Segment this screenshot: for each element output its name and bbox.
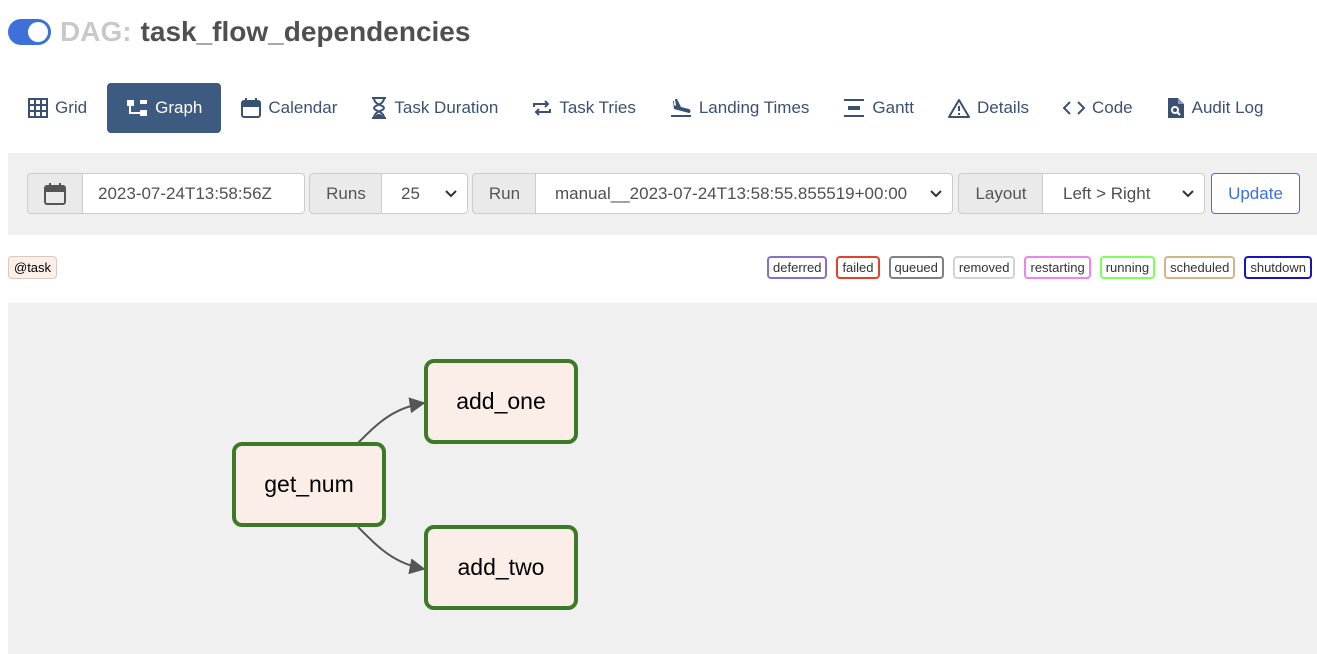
- dag-header: DAG: task_flow_dependencies: [8, 14, 470, 50]
- edge-get_num-to-add_one: [357, 397, 426, 444]
- edge-get_num-to-add_two: [357, 526, 426, 575]
- chevron-down-icon: [445, 190, 457, 198]
- operator-legend-tag: @task: [8, 256, 58, 279]
- tab-label: Graph: [155, 98, 203, 117]
- tab-label: Gantt: [872, 98, 915, 117]
- update-button[interactable]: Update: [1211, 173, 1300, 214]
- legend-label: restarting: [1030, 260, 1085, 275]
- legend-state-removed[interactable]: removed: [952, 256, 1016, 279]
- runs-label-text: Runs: [326, 183, 366, 203]
- task-node-label: add_one: [456, 388, 546, 414]
- legend-label: removed: [958, 260, 1010, 275]
- tab-calendar[interactable]: Calendar: [227, 83, 351, 133]
- tab-task-tries[interactable]: Task Tries: [518, 83, 650, 133]
- graph-controls: 2023-07-24T13:58:56Z Runs 25 Run manual_…: [8, 153, 1317, 235]
- run-label-text: Run: [488, 183, 521, 203]
- legend-state-failed[interactable]: failed: [836, 256, 880, 279]
- legend-state-queued[interactable]: queued: [888, 256, 944, 279]
- legend-label: running: [1105, 260, 1150, 275]
- warning-triangle-icon: [948, 99, 971, 118]
- tab-task-duration[interactable]: Task Duration: [357, 83, 512, 133]
- tab-code[interactable]: Code: [1049, 83, 1147, 133]
- tab-landing-times[interactable]: Landing Times: [656, 83, 824, 133]
- toggle-knob: [28, 22, 48, 42]
- repeat-icon: [533, 100, 552, 116]
- grid-icon: [28, 98, 48, 118]
- plane-landing-icon: [670, 99, 691, 117]
- legend-label: deferred: [773, 260, 822, 275]
- tab-label: Code: [1091, 98, 1133, 117]
- tab-label: Task Tries: [559, 98, 636, 117]
- calendar-icon: [44, 182, 66, 205]
- task-node-label: get_num: [264, 471, 354, 497]
- runs-value: 25: [401, 183, 420, 203]
- layout-select[interactable]: Left > Right: [1042, 173, 1205, 214]
- chevron-down-icon: [930, 190, 942, 198]
- file-search-icon: [1167, 98, 1184, 118]
- dag-graph-canvas[interactable]: get_num add_one add_two: [8, 303, 1317, 654]
- hourglass-icon: [372, 97, 387, 119]
- tab-graph[interactable]: Graph: [107, 83, 222, 133]
- gantt-icon: [844, 99, 865, 117]
- legend-state-restarting[interactable]: restarting: [1024, 256, 1091, 279]
- legend-state-deferred[interactable]: deferred: [767, 256, 828, 279]
- view-tabs: Grid Graph Calendar Task Duration Task T…: [14, 83, 1283, 133]
- runs-label: Runs: [309, 173, 383, 214]
- runs-select[interactable]: 25: [381, 173, 468, 214]
- base-date-value: 2023-07-24T13:58:56Z: [98, 183, 272, 203]
- tab-gantt[interactable]: Gantt: [829, 83, 928, 133]
- calendar-icon: [241, 98, 262, 118]
- task-node-add_two[interactable]: add_two: [424, 525, 578, 610]
- legend-state-scheduled[interactable]: scheduled: [1164, 256, 1236, 279]
- tab-label: Details: [977, 98, 1029, 117]
- tab-grid[interactable]: Grid: [14, 83, 101, 133]
- dag-pause-toggle[interactable]: [8, 19, 51, 45]
- legend-label: scheduled: [1170, 260, 1230, 275]
- task-node-label: add_two: [457, 554, 545, 580]
- graph-edges: [357, 397, 426, 575]
- task-node-get_num[interactable]: get_num: [232, 442, 386, 527]
- dag-prefix: DAG:: [60, 16, 132, 47]
- chevron-down-icon: [1182, 190, 1194, 198]
- tab-label: Calendar: [268, 98, 338, 117]
- update-button-label: Update: [1228, 183, 1283, 203]
- date-picker-button[interactable]: [27, 173, 83, 214]
- tab-label: Landing Times: [698, 98, 810, 117]
- task-node-add_one[interactable]: add_one: [424, 359, 578, 444]
- layout-label-text: Layout: [975, 183, 1027, 203]
- operator-legend-label: @task: [14, 260, 52, 275]
- layout-value: Left > Right: [1063, 183, 1151, 203]
- legend-label: shutdown: [1250, 260, 1306, 275]
- tab-label: Audit Log: [1191, 98, 1264, 117]
- tab-label: Task Duration: [394, 98, 499, 117]
- legend-label: queued: [894, 260, 938, 275]
- code-icon: [1062, 101, 1085, 115]
- layout-label: Layout: [958, 173, 1044, 214]
- legend-state-shutdown[interactable]: shutdown: [1244, 256, 1312, 279]
- page-title: task_flow_dependencies: [140, 16, 471, 47]
- run-label: Run: [472, 173, 537, 214]
- state-legend: deferred failed queued removed restartin…: [758, 256, 1312, 279]
- tab-audit-log[interactable]: Audit Log: [1153, 83, 1278, 133]
- graph-icon: [127, 100, 148, 116]
- legend-state-running[interactable]: running: [1099, 256, 1156, 279]
- base-date-input[interactable]: 2023-07-24T13:58:56Z: [82, 173, 305, 214]
- tab-label: Grid: [55, 98, 88, 117]
- legend-label: failed: [842, 260, 874, 275]
- run-value: manual__2023-07-24T13:58:55.855519+00:00: [555, 183, 908, 203]
- tab-details[interactable]: Details: [934, 83, 1043, 133]
- run-select[interactable]: manual__2023-07-24T13:58:55.855519+00:00: [535, 173, 953, 214]
